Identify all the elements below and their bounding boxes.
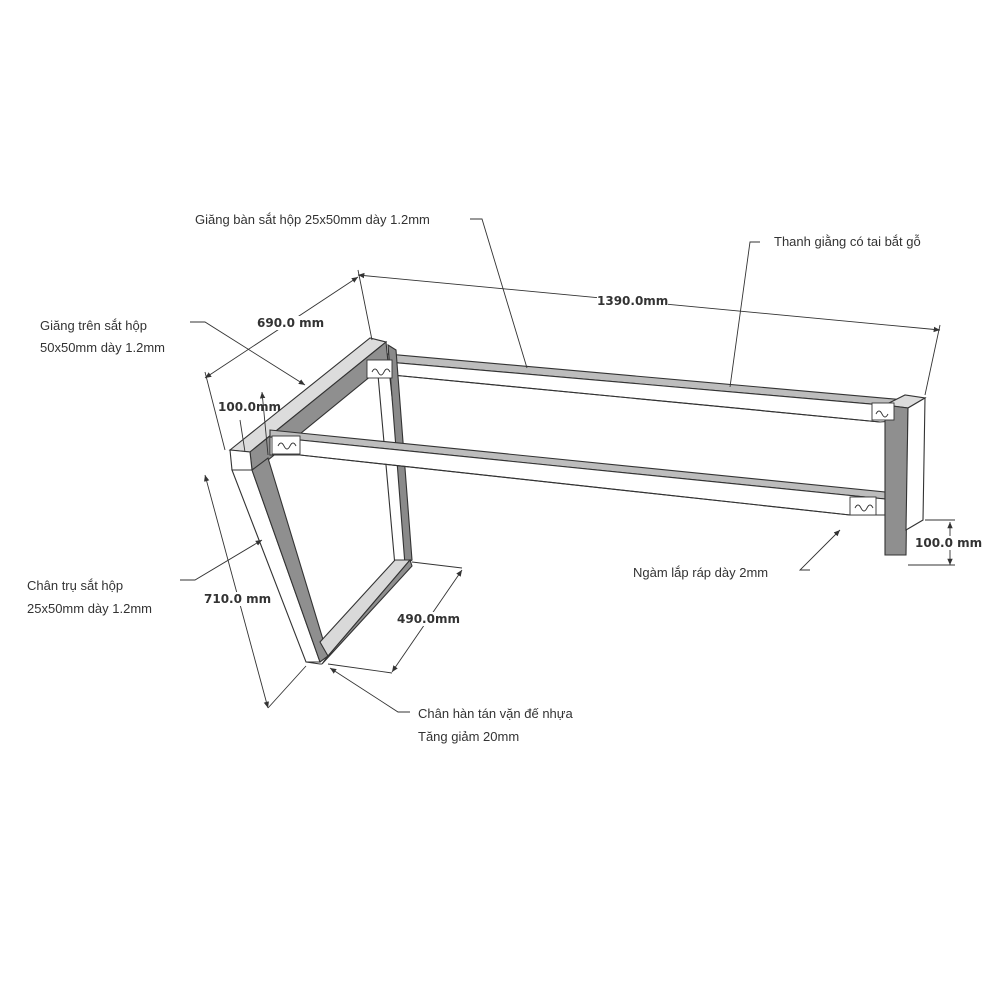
label-foot-1: Chân hàn tán vặn đế nhựa [418,706,573,721]
dim-height: 710.0 mm [204,592,272,606]
joint-plates [271,359,895,516]
dim-beam-height-right: 100.0 mm [915,536,983,550]
back-rail [364,351,906,423]
dim-beam-height-left: 100.0mm [218,400,281,414]
dim-depth: 690.0 mm [257,316,325,330]
front-left-leg [231,457,329,663]
left-foot-bar [305,558,413,665]
dim-foot-depth: 490.0mm [397,612,460,626]
label-foot-2: Tăng giảm 20mm [418,729,520,744]
label-leg-2: 25x50mm dày 1.2mm [27,601,152,616]
label-leg-1: Chân trụ sắt hộp [27,578,124,593]
label-top-brace: Giăng bàn sắt hộp 25x50mm dày 1.2mm [195,212,430,227]
label-top-beam-2: 50x50mm dày 1.2mm [40,340,165,355]
label-top-beam-1: Giăng trên sắt hộp [40,318,147,333]
front-rail [269,429,886,516]
label-joint: Ngàm lắp ráp dày 2mm [633,565,769,580]
right-leg [883,394,927,556]
dim-length: 1390.0mm [597,294,669,308]
label-rail-with-tabs: Thanh giằng có tai bắt gỗ [774,234,921,249]
